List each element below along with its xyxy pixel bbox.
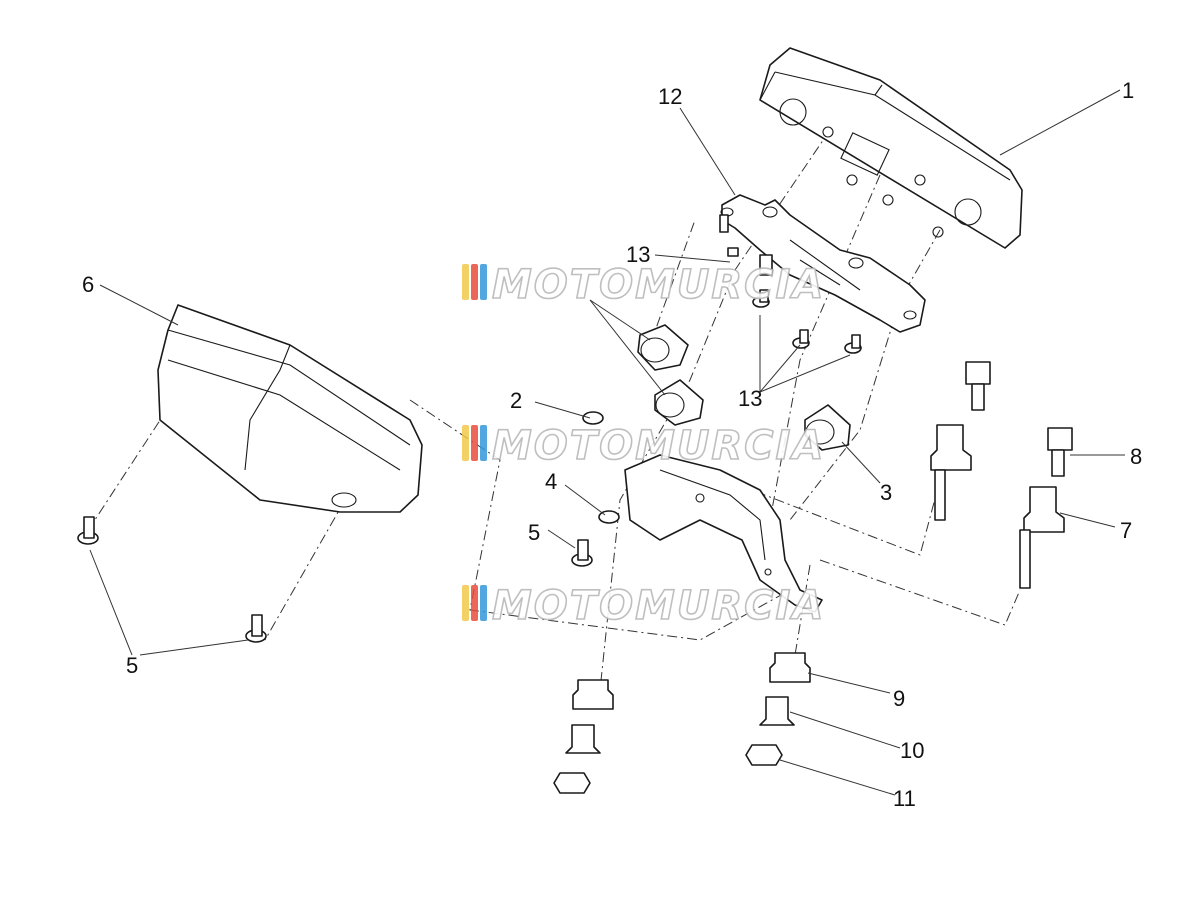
callout-13-bottom: 13 bbox=[738, 386, 762, 411]
callout-2: 2 bbox=[510, 388, 522, 413]
screw-set-part bbox=[727, 247, 862, 354]
callout-5-left: 5 bbox=[126, 653, 138, 678]
rivet-parts bbox=[77, 516, 593, 643]
callout-5-center: 5 bbox=[528, 520, 540, 545]
callout-9: 9 bbox=[893, 686, 905, 711]
watermark-text: MOTOMURCIA bbox=[492, 583, 825, 629]
callout-10: 10 bbox=[900, 738, 924, 763]
instrument-panel-part bbox=[759, 47, 1023, 249]
callout-labels: 1 12 13 13 6 2 3 4 5 5 8 7 9 10 11 bbox=[82, 78, 1142, 811]
mount-bracket-part bbox=[624, 454, 823, 613]
watermark-text: MOTOMURCIA bbox=[492, 262, 825, 308]
bushing-sleeve-nut-parts bbox=[553, 652, 811, 794]
callout-3: 3 bbox=[880, 480, 892, 505]
bolt-parts bbox=[965, 361, 1073, 477]
callout-8: 8 bbox=[1130, 444, 1142, 469]
callout-7: 7 bbox=[1120, 518, 1132, 543]
grommet-set-part bbox=[637, 324, 851, 451]
bracket-part bbox=[719, 194, 926, 333]
watermark-2: MOTOMURCIA bbox=[462, 422, 825, 470]
callout-12: 12 bbox=[658, 84, 682, 109]
watermark-3: MOTOMURCIA bbox=[462, 582, 825, 630]
watermark-1: MOTOMURCIA bbox=[462, 261, 825, 309]
callout-11: 11 bbox=[893, 786, 916, 811]
callout-1: 1 bbox=[1122, 78, 1134, 103]
callout-6: 6 bbox=[82, 272, 94, 297]
leader-lines bbox=[89, 89, 1125, 796]
callout-4: 4 bbox=[545, 469, 557, 494]
spacer-parts bbox=[930, 424, 1065, 589]
alignment-lines bbox=[84, 129, 1021, 691]
watermark-text: MOTOMURCIA bbox=[492, 423, 825, 469]
instrument-cover-part bbox=[157, 304, 423, 513]
callout-13-top: 13 bbox=[626, 242, 650, 267]
